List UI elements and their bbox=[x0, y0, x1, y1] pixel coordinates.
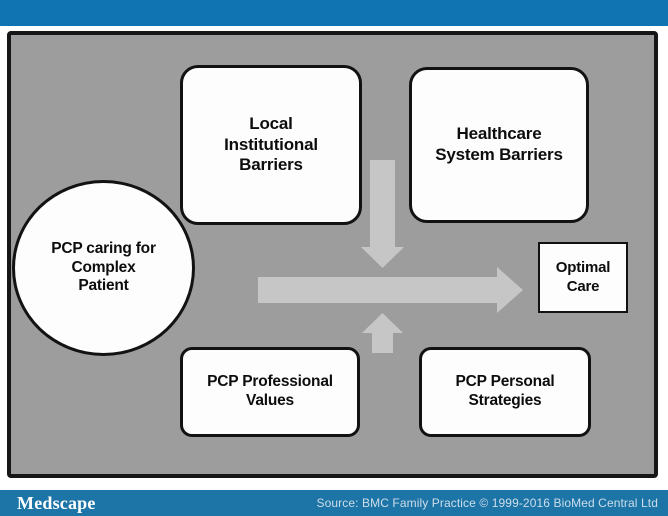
node-pcp-personal-strategies-label: PCP Personal Strategies bbox=[455, 373, 555, 409]
node-healthcare-system-barriers: Healthcare System Barriers bbox=[409, 67, 589, 223]
node-local-institutional-barriers: Local Institutional Barriers bbox=[180, 65, 362, 225]
node-pcp-professional-values: PCP Professional Values bbox=[180, 347, 360, 437]
node-local-institutional-barriers-label: Local Institutional Barriers bbox=[224, 113, 318, 175]
medscape-logo: Medscape bbox=[17, 492, 96, 513]
node-pcp-complex-patient-label: PCP caring for Complex Patient bbox=[51, 239, 156, 295]
node-optimal-care: Optimal Care bbox=[538, 242, 628, 313]
barriers-flow-diagram: PCP caring for Complex Patient Local Ins… bbox=[7, 31, 658, 478]
source-attribution: Source: BMC Family Practice © 1999-2016 … bbox=[316, 496, 658, 510]
node-optimal-care-label: Optimal Care bbox=[555, 259, 611, 295]
top-accent-bar bbox=[0, 0, 668, 26]
node-healthcare-system-barriers-label: Healthcare System Barriers bbox=[435, 124, 563, 164]
node-pcp-professional-values-label: PCP Professional Values bbox=[207, 373, 333, 409]
arrow-down-icon bbox=[361, 160, 404, 268]
node-pcp-personal-strategies: PCP Personal Strategies bbox=[419, 347, 591, 437]
footer-bar: Medscape Source: BMC Family Practice © 1… bbox=[0, 490, 668, 516]
arrow-up-icon bbox=[362, 313, 403, 353]
arrow-layer bbox=[258, 160, 523, 353]
arrow-right-icon bbox=[258, 267, 523, 313]
node-pcp-complex-patient: PCP caring for Complex Patient bbox=[12, 180, 195, 356]
